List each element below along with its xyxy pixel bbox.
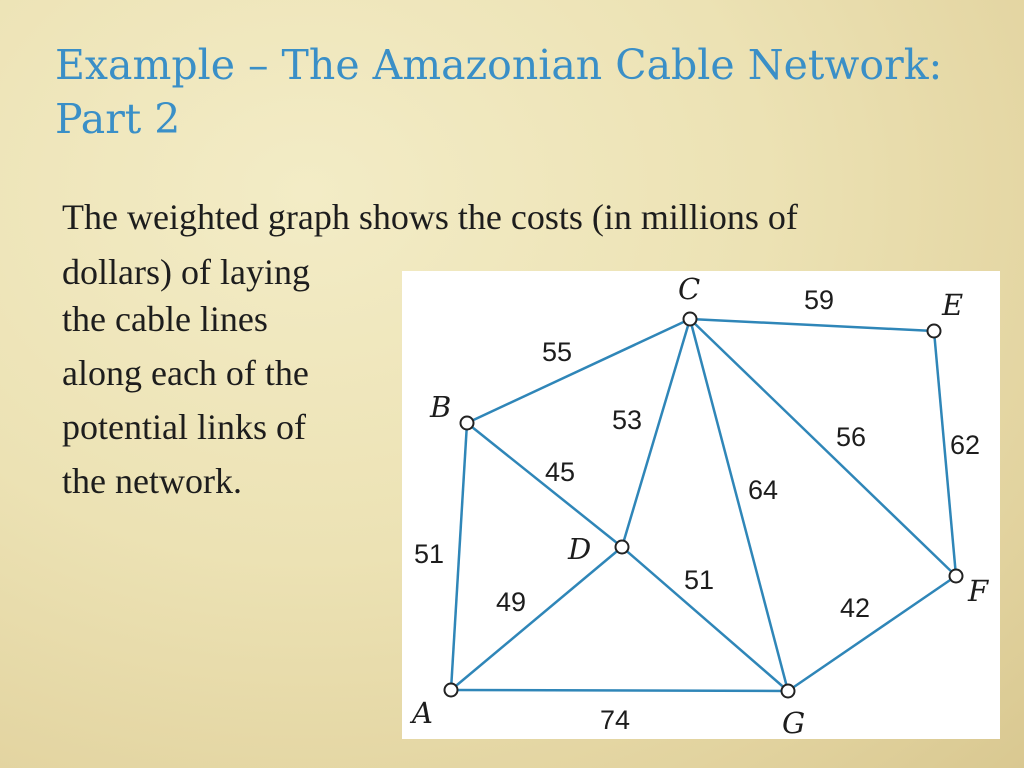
vertex-A	[443, 682, 459, 698]
edge-weight-A-G: 74	[600, 705, 630, 735]
edge-weight-D-G: 51	[684, 565, 714, 595]
title-line-1: Example – The Amazonian Cable Network:	[55, 41, 943, 89]
vertex-B	[459, 415, 475, 431]
vertex-label-D: D	[567, 532, 591, 566]
edge-E-F	[932, 330, 958, 577]
edges	[449, 317, 958, 693]
edge-A-B	[449, 422, 469, 691]
edge-weight-E-F: 62	[950, 430, 980, 460]
edge-weight-A-B: 51	[414, 539, 444, 569]
edge-weight-F-G: 42	[840, 593, 870, 623]
vertex-D	[614, 539, 630, 555]
edge-A-G	[450, 688, 789, 693]
vertex-label-B: B	[429, 390, 451, 424]
vertex-label-E: E	[941, 288, 963, 322]
edge-A-D	[450, 546, 623, 691]
vertex-label-A: A	[409, 696, 433, 730]
vertices	[443, 311, 964, 699]
body-text-block: the cable lines along each of the potent…	[62, 292, 402, 508]
edge-weight-B-D: 45	[545, 457, 575, 487]
vertex-F	[948, 568, 964, 584]
body-line-3: the cable lines	[62, 299, 268, 339]
edge-C-D	[620, 318, 692, 548]
edge-weight-C-F: 56	[836, 422, 866, 452]
edge-C-F	[689, 318, 957, 577]
edge-weight-C-E: 59	[804, 285, 834, 315]
edge-B-C	[466, 317, 691, 425]
edge-C-E	[689, 317, 935, 333]
vertex-C	[682, 311, 698, 327]
vertex-G	[780, 683, 796, 699]
edge-C-G	[688, 318, 790, 692]
edge-weight-C-G: 64	[748, 475, 778, 505]
vertex-E	[926, 323, 942, 339]
edge-weight-B-C: 55	[542, 337, 572, 367]
edge-F-G	[787, 574, 957, 693]
body-line-1: The weighted graph shows the costs (in m…	[62, 197, 798, 237]
edge-weight-A-D: 49	[496, 587, 526, 617]
vertex-label-G: G	[782, 706, 805, 739]
graph-svg: 55 59 53 45 56 62 64 51 51 49 42 74 A B C D E F G	[409, 272, 989, 739]
edge-D-G	[621, 546, 789, 692]
vertex-label-F: F	[967, 574, 989, 608]
vertex-label-C: C	[678, 272, 700, 306]
slide-title: Example – The Amazonian Cable Network: P…	[55, 38, 985, 146]
body-line-4: along each of the	[62, 353, 309, 393]
vertex-labels: A B C D E F G	[409, 272, 989, 739]
body-line-5: potential links of	[62, 407, 306, 447]
body-line-6: the network.	[62, 461, 242, 501]
edge-B-D	[466, 422, 623, 548]
edge-weights: 55 59 53 45 56 62 64 51 51 49 42 74	[414, 285, 980, 735]
weighted-graph-figure: 55 59 53 45 56 62 64 51 51 49 42 74 A B C D E F G	[402, 271, 1000, 739]
title-line-2: Part 2	[55, 95, 181, 143]
body-line-2: dollars) of laying	[62, 252, 310, 292]
edge-weight-C-D: 53	[612, 405, 642, 435]
